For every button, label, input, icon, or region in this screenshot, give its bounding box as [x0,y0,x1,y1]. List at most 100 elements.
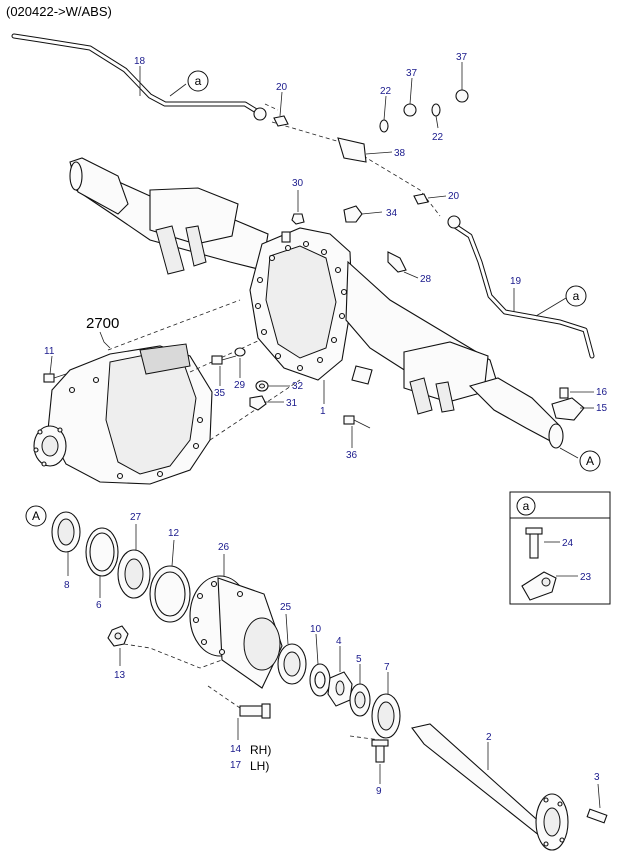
callout-24: 24 [562,538,574,549]
callout-16: 16 [596,387,608,398]
shaft-flange-holes [543,797,565,847]
callout-8: 8 [64,580,70,591]
vent-28[interactable] [387,251,407,273]
callout-28: 28 [420,274,432,285]
callout-10: 10 [310,624,322,635]
callout-4: 4 [336,636,342,647]
flange-studs [33,427,63,467]
label-rh: RH) [250,743,271,757]
banjo-bolt-holes [254,240,348,372]
callout-23: 23 [580,572,592,583]
inset-detail-a: a [509,491,611,605]
svg-text:A: A [32,509,40,523]
callout-22-left: 22 [380,86,392,97]
washer-29[interactable] [234,347,246,357]
group-leader-2700 [99,331,111,349]
ref-A-hub: A [25,505,47,527]
wheel-hub-26[interactable] [189,575,283,689]
callout-26: 26 [218,542,230,553]
label-lh: LH) [250,759,269,773]
washer-10[interactable] [309,663,331,697]
svg-text:A: A [586,454,594,468]
bracket-15[interactable] [551,397,585,421]
lock-washer-5[interactable] [349,683,371,717]
hub-align-line-1 [123,643,223,669]
callout-15: 15 [596,403,608,414]
o-ring-6[interactable] [85,527,119,577]
nut-31[interactable] [249,395,267,411]
bolt-3[interactable] [586,808,608,824]
axle-shaft-2[interactable] [411,723,569,851]
hub-align-line-3 [349,735,381,741]
nut-13[interactable] [107,625,129,647]
nut-37b[interactable] [455,89,469,103]
bolt-24[interactable] [525,527,543,559]
bolt-36[interactable] [343,415,371,429]
ref-a-right: a [535,285,587,317]
nut-30[interactable] [291,213,305,225]
axle-housing[interactable] [69,157,564,449]
callout-36: 36 [346,450,358,461]
oil-seal-8[interactable] [51,511,81,553]
bearing-27[interactable] [117,549,151,599]
washer-22b[interactable] [431,103,441,117]
callout-20-lower: 20 [448,191,460,202]
hub-bolt-14-17[interactable] [239,703,271,719]
bolt-35[interactable] [211,355,237,365]
washer-22a[interactable] [379,119,389,133]
washer-32[interactable] [255,380,269,392]
callout-11: 11 [44,346,55,357]
callout-6: 6 [96,600,102,611]
hub-stud-holes [192,580,244,656]
bolt-16[interactable] [559,387,569,399]
callout-3: 3 [594,772,600,783]
callout-37-right: 37 [456,52,468,63]
brake-pipe-18[interactable] [11,33,267,121]
callout-27: 27 [130,512,142,523]
bearing-25[interactable] [277,643,307,685]
callout-20-upper: 20 [276,82,288,93]
pipe-route-line [271,121,441,217]
bolt-11[interactable] [43,373,67,383]
oil-seal-7[interactable] [371,693,401,739]
svg-text:a: a [573,289,580,303]
spacer-12[interactable] [149,565,191,623]
callout-38: 38 [394,148,406,159]
callout-5: 5 [356,654,362,665]
carrier-align-line-2 [189,339,261,373]
callout-1: 1 [320,406,326,417]
callout-12: 12 [168,528,180,539]
clip-20-lower[interactable] [413,193,429,205]
clip-20-upper[interactable] [273,115,289,127]
inset-label: a [523,499,530,513]
differential-carrier[interactable] [33,343,213,485]
callout-19: 19 [510,276,522,287]
clamp-23[interactable] [521,571,557,601]
bracket-34-fitting[interactable] [351,365,373,385]
callout-29: 29 [234,380,246,391]
nut-37a[interactable] [403,103,417,117]
page-title: (020422->W/ABS) [6,4,112,19]
hub-align-line-2 [207,685,241,709]
callout-18: 18 [134,56,146,67]
callout-7: 7 [384,662,390,673]
bolt-9[interactable] [371,739,389,763]
group-label-2700: 2700 [86,315,119,332]
callout-2: 2 [486,732,492,743]
callout-25: 25 [280,602,292,613]
ref-a-upper: a [169,70,209,97]
callout-35: 35 [214,388,226,399]
bracket-38[interactable] [337,137,367,163]
callout-9: 9 [376,786,382,797]
callout-13: 13 [114,670,126,681]
svg-text:a: a [195,74,202,88]
plug-34[interactable] [343,205,363,223]
callout-22-right: 22 [432,132,444,143]
callout-34: 34 [386,208,398,219]
brake-pipe-19[interactable] [447,215,595,359]
callout-31: 31 [286,398,298,409]
ref-A-spindle: A [559,447,601,472]
lock-nut-4[interactable] [327,671,353,707]
